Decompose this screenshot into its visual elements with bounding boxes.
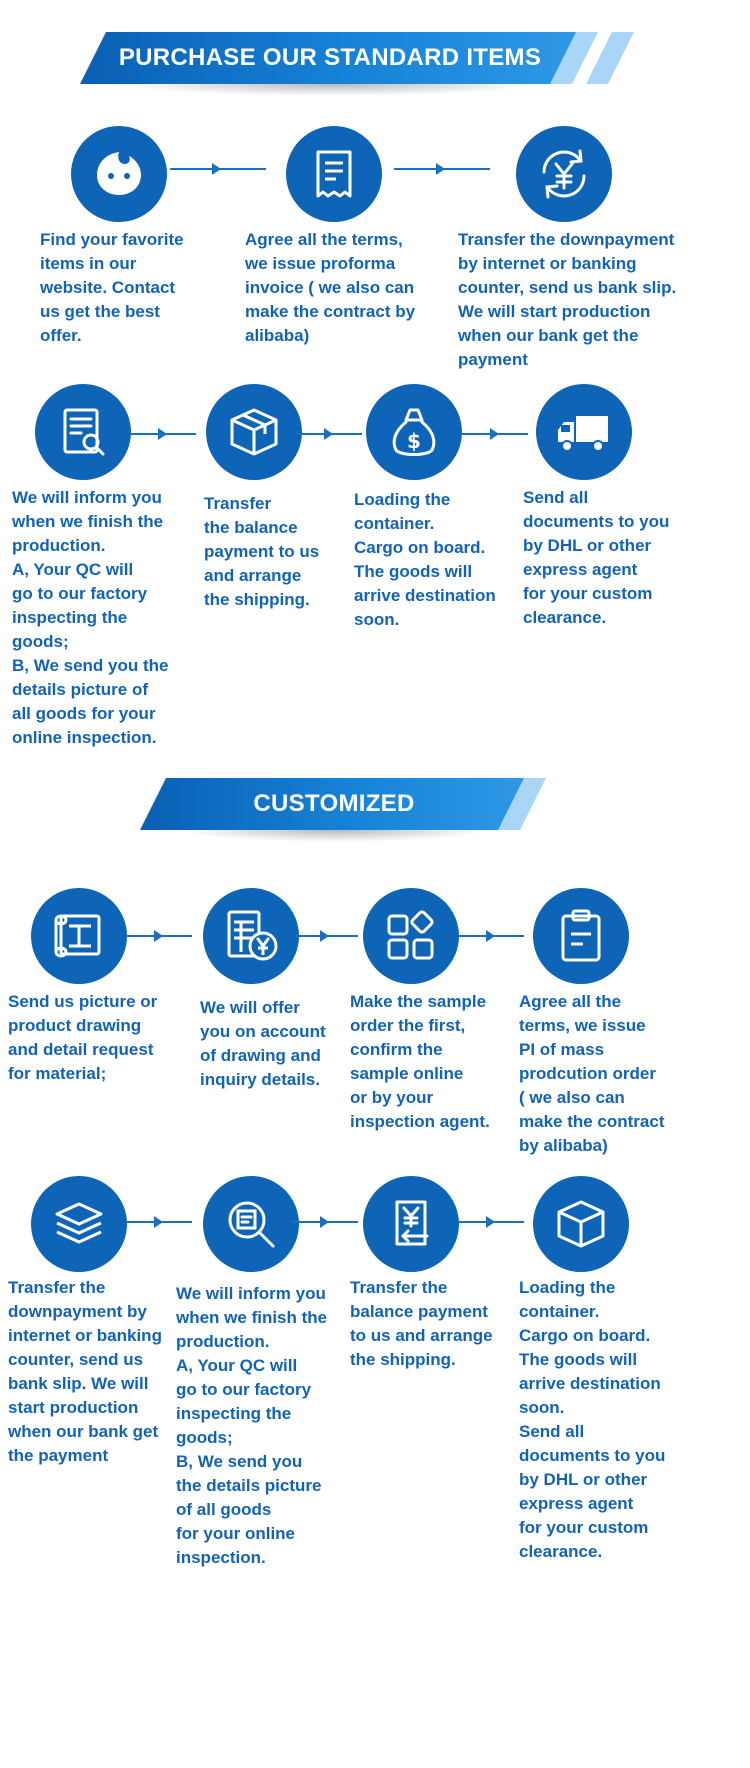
step-text: Loading the container. Cargo on board. T… xyxy=(354,490,496,629)
yen-exchange-icon xyxy=(542,149,586,199)
magnifier-document-icon xyxy=(228,1201,275,1248)
flow-arrow xyxy=(394,163,490,175)
step-text: Send us picture or product drawing and d… xyxy=(8,992,158,1083)
step-text: Transfer the balance payment to us and a… xyxy=(350,1278,493,1369)
flow-arrow xyxy=(126,930,192,942)
flow-arrow xyxy=(126,1216,192,1228)
step-icon-circle xyxy=(536,384,632,480)
money-bag-icon: $ xyxy=(392,408,436,456)
step-text: Find your favorite items in our website.… xyxy=(40,230,184,345)
step-text: Transfer the downpayment by internet or … xyxy=(8,1278,162,1465)
step-text: Agree all the terms, we issue proforma i… xyxy=(245,230,416,345)
step-icon-circle xyxy=(516,126,612,222)
receipt-icon xyxy=(316,150,352,198)
svg-text:$: $ xyxy=(407,429,421,453)
step-text: We will offer you on account of drawing … xyxy=(200,998,326,1089)
step-icon-circle xyxy=(35,384,131,480)
blueprint-scroll-icon xyxy=(54,914,101,958)
step-icon-circle xyxy=(31,888,127,984)
step-text: Loading the container. Cargo on board. T… xyxy=(519,1278,666,1561)
yen-refund-icon xyxy=(395,1200,429,1246)
step-icon-circle xyxy=(286,126,382,222)
section-banner-customized: CUSTOMIZED xyxy=(140,778,560,842)
package-box-icon xyxy=(557,1200,605,1248)
flow-arrow xyxy=(458,930,524,942)
flow-arrow xyxy=(296,428,362,440)
step-icon-circle xyxy=(533,1176,629,1272)
flow-arrow xyxy=(462,428,528,440)
step-text: Transfer the balance payment to us and a… xyxy=(204,494,320,609)
banner-bar xyxy=(80,32,580,84)
step-text: We will inform you when we finish the pr… xyxy=(12,488,169,747)
flow-arrow xyxy=(170,163,266,175)
calculator-yen-icon xyxy=(227,910,278,961)
flow-arrow xyxy=(130,428,196,440)
truck-icon xyxy=(558,416,608,452)
sample-blocks-icon xyxy=(387,910,434,960)
step-icon-circle xyxy=(533,888,629,984)
step-text: We will inform you when we finish the pr… xyxy=(176,1284,328,1567)
step-icon-circle xyxy=(203,1176,299,1272)
banner-shadow xyxy=(120,84,540,96)
step-icon-circle xyxy=(71,126,167,222)
layers-icon xyxy=(55,1202,103,1244)
flow-arrow xyxy=(292,930,358,942)
clipboard-icon xyxy=(561,909,601,962)
step-icon-circle xyxy=(31,1176,127,1272)
step-text: Agree all the terms, we issue PI of mass… xyxy=(519,992,665,1155)
flow-arrow xyxy=(292,1216,358,1228)
step-text: Send all documents to you by DHL or othe… xyxy=(523,488,670,627)
document-search-icon xyxy=(63,408,105,456)
step-icon-circle xyxy=(363,1176,459,1272)
section-banner-standard: PURCHASE OUR STANDARD ITEMS xyxy=(80,32,640,96)
step-text: Transfer the downpayment by internet or … xyxy=(458,230,677,369)
step-text: Make the sample order the first, confirm… xyxy=(350,992,490,1131)
flow-arrow xyxy=(458,1216,524,1228)
step-icon-circle xyxy=(203,888,299,984)
step-icon-circle xyxy=(363,888,459,984)
banner-shadow xyxy=(180,830,490,842)
banner-bar xyxy=(140,778,528,830)
package-box-icon xyxy=(230,408,278,456)
step-icon-circle xyxy=(206,384,302,480)
chat-bubble-icon xyxy=(97,152,141,195)
section-title: PURCHASE OUR STANDARD ITEMS xyxy=(118,44,542,71)
section-title: CUSTOMIZED xyxy=(253,790,415,817)
step-icon-circle: $ xyxy=(366,384,462,480)
